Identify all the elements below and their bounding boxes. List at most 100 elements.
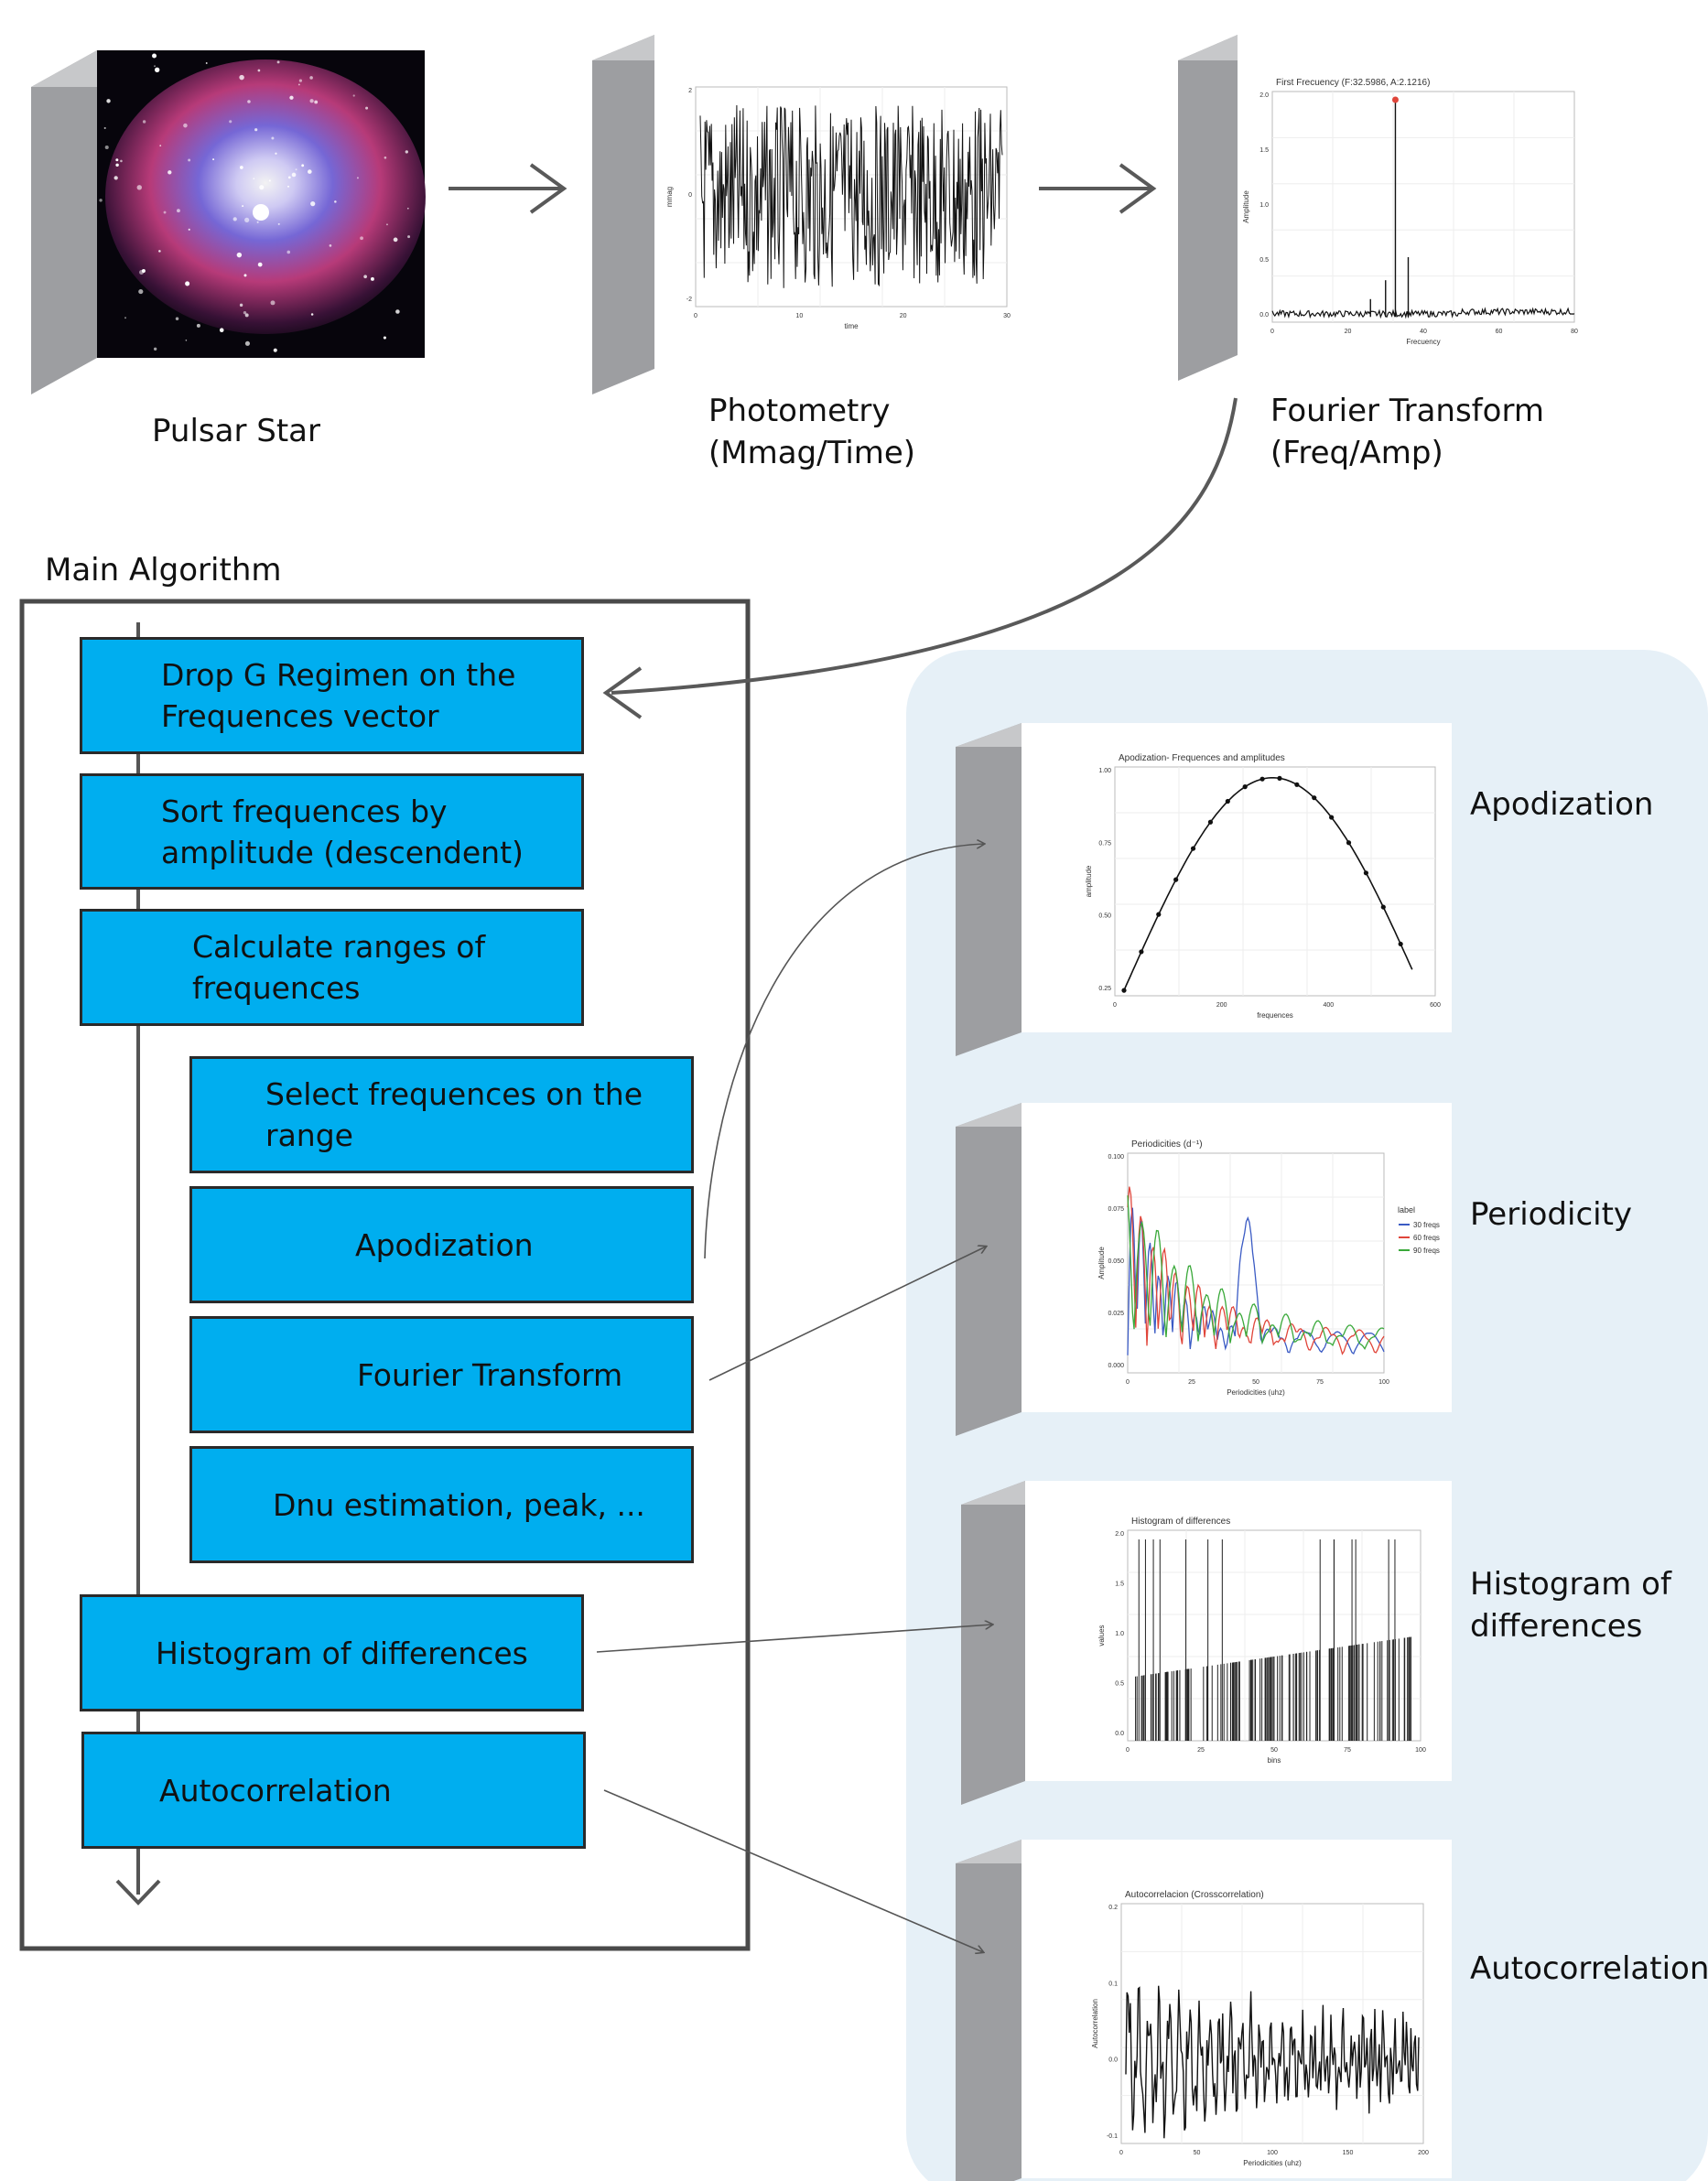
apodization-title: Apodization- Frequences and amplitudes: [1119, 753, 1285, 763]
y-tick-label: 2.0: [1115, 1531, 1124, 1538]
star-dot: [301, 164, 305, 167]
periodicity-series-line: [1127, 1207, 1385, 1355]
box-side: [956, 723, 1022, 1056]
x-tick-label: 10: [795, 313, 803, 319]
y-tick-label: 2.0: [1259, 92, 1269, 99]
star-dot: [229, 120, 232, 124]
star-dot: [287, 176, 291, 179]
star-dot: [232, 217, 237, 221]
y-tick-label: 0.5: [1259, 257, 1269, 264]
histogram-ylabel: values: [1097, 1625, 1106, 1646]
star-dot: [291, 172, 297, 178]
step-drop-g-regimen: Drop G Regimen on the Frequences vector: [80, 637, 584, 754]
y-tick-label: 0.25: [1098, 986, 1111, 992]
fourier-spectrum-line: [1271, 307, 1575, 319]
arrow-fourier-to-algorithm: [611, 397, 1238, 695]
star-dot: [239, 74, 244, 81]
x-tick-label: 0: [1126, 1379, 1130, 1386]
histogram-title: Histogram of differences: [1131, 1517, 1230, 1527]
star-dot: [310, 201, 316, 207]
star-dot: [175, 317, 179, 320]
y-tick-label: -0.1: [1107, 2133, 1118, 2140]
arrow-to-apodization: [704, 844, 984, 1259]
star-dot: [115, 163, 119, 167]
step-label: Apodization: [355, 1226, 534, 1263]
star-dot: [370, 276, 374, 281]
fourier-transform-label: Fourier Transform (Freq/Amp): [1270, 393, 1544, 471]
periodicity-legend-title: label: [1398, 1205, 1415, 1215]
periodicity-legend-entry: 60 freqs: [1413, 1234, 1440, 1242]
x-tick-label: 50: [1252, 1379, 1259, 1386]
star-dot: [243, 274, 247, 277]
box-side: [1178, 35, 1238, 381]
arrow-left-icon: [602, 666, 643, 719]
star-dot: [297, 83, 300, 86]
box-side: [956, 1103, 1022, 1436]
photometry-ylabel: mmag: [665, 187, 674, 207]
star-dot: [268, 179, 271, 182]
star-dot: [287, 185, 289, 188]
box-side: [592, 35, 654, 394]
step-apodization: Apodization: [189, 1186, 694, 1303]
pulsar-star-box: [31, 50, 426, 394]
autocorrelation-title: Autocorrelacion (Crosscorrelation): [1125, 1890, 1264, 1900]
x-tick-label: 200: [1216, 1002, 1227, 1009]
star-dot: [154, 65, 156, 68]
apodization-plot-area: [1114, 766, 1436, 997]
x-tick-label: 25: [1188, 1379, 1195, 1386]
x-tick-label: 400: [1323, 1002, 1334, 1009]
star-dot: [115, 158, 119, 162]
main-algorithm-title: Main Algorithm: [45, 552, 282, 588]
star-dot: [188, 158, 191, 162]
autocorrelation-ylabel: Autocorrelation: [1091, 1999, 1099, 2048]
periodicity-series-line: [1127, 1195, 1385, 1351]
x-tick-label: 20: [900, 313, 907, 319]
arrow-to-histogram: [596, 1625, 992, 1653]
y-tick-label: 0.0: [1108, 2057, 1118, 2064]
x-tick-label: 60: [1496, 329, 1503, 335]
step-label: Dnu estimation, peak, ...: [273, 1486, 645, 1523]
step-autocorrelation: Autocorrelation: [81, 1732, 586, 1849]
star-dot: [309, 76, 313, 80]
star-dot: [407, 235, 411, 239]
star-dot: [308, 169, 312, 174]
star-dot: [273, 348, 277, 352]
step-label: Histogram of differences: [156, 1635, 528, 1671]
step-select-frequences: Select frequences on the range: [189, 1056, 694, 1173]
histogram-output-label: Histogram of differences: [1470, 1566, 1671, 1645]
y-tick-label: 0.000: [1108, 1363, 1124, 1369]
star-dot: [136, 185, 142, 190]
star-dot: [159, 145, 162, 146]
star-dot: [275, 152, 277, 155]
star-dot: [244, 313, 249, 318]
star-dot: [393, 237, 398, 243]
y-tick-label: 2: [688, 88, 692, 94]
step-calculate-ranges: Calculate ranges of frequences: [80, 909, 584, 1026]
y-tick-label: 1.0: [1115, 1631, 1124, 1637]
flow-arrow-down-icon: [115, 1879, 161, 1906]
x-tick-label: 0: [1119, 2150, 1123, 2156]
x-tick-label: 600: [1430, 1002, 1441, 1009]
star-dot: [244, 340, 251, 346]
x-tick-label: 100: [1267, 2150, 1278, 2156]
star-dot: [384, 157, 387, 159]
y-tick-label: 0.50: [1098, 913, 1111, 920]
star-dot: [295, 168, 297, 171]
autocorrelation-output-label: Autocorrelation: [1470, 1950, 1708, 1987]
star-dot: [314, 100, 319, 104]
star-dot: [253, 178, 255, 179]
step-label: Fourier Transform: [357, 1356, 623, 1393]
step-fourier-transform: Fourier Transform: [189, 1316, 694, 1433]
star-dot: [188, 228, 190, 231]
star-dot: [183, 123, 188, 128]
autocorrelation-plot-area: [1120, 1903, 1424, 2144]
star-dot: [219, 328, 224, 333]
star-dot: [163, 211, 167, 214]
star-dot: [257, 69, 261, 72]
nebula-cloud: [105, 59, 426, 334]
arrow-to-autocorrelation: [603, 1789, 983, 1952]
star-dot: [395, 309, 400, 314]
star-dot: [239, 303, 243, 308]
y-tick-label: 0.075: [1108, 1206, 1124, 1213]
